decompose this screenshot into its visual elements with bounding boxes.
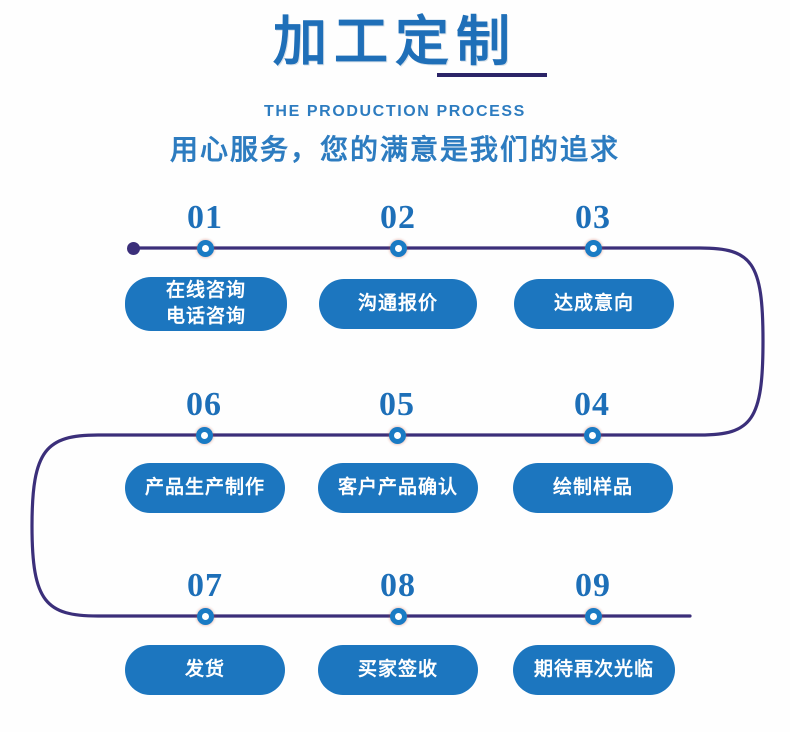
step-number-07: 07 (187, 567, 223, 604)
step-number-02: 02 (380, 199, 416, 236)
step-node-04[interactable] (584, 427, 601, 444)
step-node-08[interactable] (390, 608, 407, 625)
step-number-03: 03 (575, 199, 611, 236)
subtitle-chinese: 用心服务，您的满意是我们的追求 (169, 134, 620, 165)
page-title: 加工定制 (273, 12, 517, 72)
step-number-01: 01 (187, 199, 223, 236)
step-pill-07-line-1: 发货 (184, 659, 225, 680)
step-pill-07[interactable]: 发货 (125, 645, 285, 695)
step-pill-08-line-1: 买家签收 (357, 659, 438, 680)
step-number-04: 04 (574, 386, 610, 423)
title-underline-decoration (437, 73, 547, 77)
step-pill-05-line-1: 客户产品确认 (337, 477, 458, 498)
step-pill-08[interactable]: 买家签收 (318, 645, 478, 695)
track-start-dot (127, 242, 140, 255)
step-pill-05[interactable]: 客户产品确认 (318, 463, 478, 513)
step-pill-01-line-1: 在线咨询 (165, 280, 246, 301)
step-pill-04[interactable]: 绘制样品 (513, 463, 673, 513)
step-number-08: 08 (380, 567, 416, 604)
step-pill-04-line-1: 绘制样品 (552, 477, 633, 498)
step-number-06: 06 (186, 386, 222, 423)
step-pill-01[interactable]: 在线咨询 电话咨询 (125, 277, 287, 331)
step-node-03[interactable] (585, 240, 602, 257)
step-node-05[interactable] (389, 427, 406, 444)
subtitle-english: THE PRODUCTION PROCESS (264, 103, 526, 120)
step-pill-03-line-1: 达成意向 (553, 293, 634, 314)
step-node-07[interactable] (197, 608, 214, 625)
step-pill-03[interactable]: 达成意向 (514, 279, 674, 329)
step-pill-02[interactable]: 沟通报价 (319, 279, 477, 329)
step-node-09[interactable] (585, 608, 602, 625)
step-pill-06[interactable]: 产品生产制作 (125, 463, 285, 513)
step-number-09: 09 (575, 567, 611, 604)
step-pill-09[interactable]: 期待再次光临 (513, 645, 675, 695)
step-node-06[interactable] (196, 427, 213, 444)
step-pill-01-line-2: 电话咨询 (165, 306, 246, 327)
step-node-02[interactable] (390, 240, 407, 257)
step-pill-06-line-1: 产品生产制作 (144, 477, 265, 498)
step-node-01[interactable] (197, 240, 214, 257)
step-pill-09-line-1: 期待再次光临 (533, 659, 654, 680)
step-number-05: 05 (379, 386, 415, 423)
step-pill-02-line-1: 沟通报价 (357, 293, 438, 314)
